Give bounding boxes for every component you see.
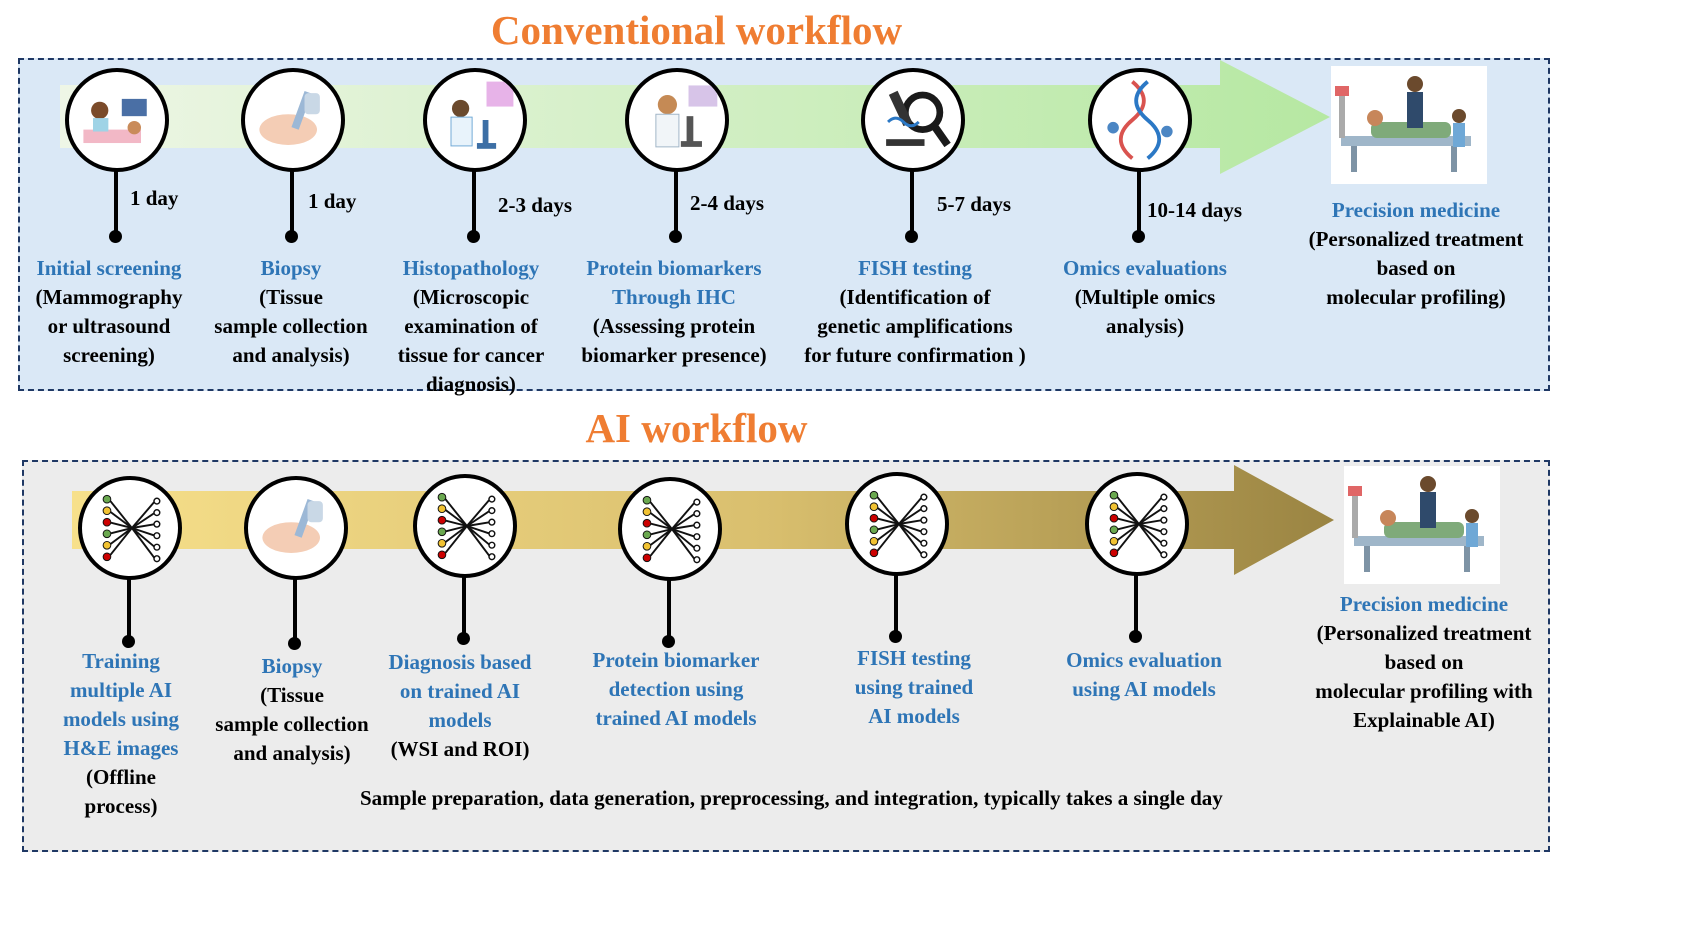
step-detail: based on — [1384, 650, 1464, 674]
step-heading: Omics evaluations — [1063, 256, 1227, 280]
duration-label: 5-7 days — [937, 192, 1012, 216]
duration-label: 2-3 days — [498, 193, 573, 217]
step-detail: process) — [84, 794, 158, 818]
step-heading: FISH testing — [858, 256, 972, 280]
step-detail: sample collection — [215, 712, 369, 736]
step-heading: AI models — [868, 704, 960, 728]
duration-label: 10-14 days — [1147, 198, 1243, 222]
step-heading: models using — [62, 707, 180, 731]
step-heading: models — [428, 708, 492, 732]
step-heading: Through IHC — [612, 285, 736, 309]
step-detail: and analysis) — [233, 741, 351, 765]
neural-network-icon — [618, 477, 722, 581]
step-heading: Biopsy — [261, 654, 323, 678]
dna-helix-icon — [1088, 68, 1192, 172]
step-heading: Protein biomarker — [592, 648, 760, 672]
step-detail: sample collection — [214, 314, 368, 338]
neural-network-icon — [413, 474, 517, 578]
step-detail: molecular profiling with — [1315, 679, 1533, 703]
step-heading: Omics evaluation — [1066, 648, 1222, 672]
step-detail: and analysis) — [232, 343, 350, 367]
step-detail: (Tissue — [260, 683, 324, 707]
ai-timing-note: Sample preparation, data generation, pre… — [360, 786, 1223, 810]
step-heading: trained AI models — [595, 706, 757, 730]
step-heading: Histopathology — [402, 256, 540, 280]
step-detail: screening) — [63, 343, 155, 367]
step-detail: (Microscopic — [412, 285, 530, 309]
lab-researcher-icon — [625, 68, 729, 172]
step-heading: Precision medicine — [1339, 592, 1509, 616]
step-heading: Diagnosis based — [388, 650, 532, 674]
step-detail: (WSI and ROI) — [390, 737, 530, 761]
hospital-patient-icon — [1344, 466, 1500, 584]
step-heading: Initial screening — [36, 256, 182, 280]
step-detail: (Personalized treatment — [1308, 227, 1524, 251]
dna-microscope-icon — [861, 68, 965, 172]
step-detail: (Tissue — [259, 285, 323, 309]
step-detail: genetic amplifications — [817, 314, 1013, 338]
step-detail: (Personalized treatment — [1316, 621, 1532, 645]
step-heading: FISH testing — [857, 646, 971, 670]
step-detail: tissue for cancer — [397, 343, 545, 367]
step-detail: examination of — [404, 314, 538, 338]
ai-workflow-title: AI workflow — [585, 405, 808, 451]
step-detail: (Multiple omics — [1074, 285, 1216, 309]
duration-label: 2-4 days — [690, 191, 765, 215]
biopsy-icon — [244, 476, 348, 580]
step-heading: using trained — [854, 675, 974, 699]
step-heading: Protein biomarkers — [586, 256, 762, 280]
step-heading: H&E images — [63, 736, 179, 760]
step-heading: Biopsy — [260, 256, 322, 280]
step-detail: based on — [1376, 256, 1456, 280]
step-heading: Precision medicine — [1331, 198, 1501, 222]
step-detail: (Offline — [86, 765, 156, 789]
neural-network-icon — [845, 472, 949, 576]
step-detail: diagnosis) — [426, 372, 516, 396]
duration-label: 1 day — [308, 189, 357, 213]
step-heading: on trained AI — [399, 679, 521, 703]
step-detail: for future confirmation ) — [804, 343, 1026, 367]
step-detail: biomarker presence) — [581, 343, 767, 367]
biopsy-icon — [241, 68, 345, 172]
step-heading: Training — [82, 649, 160, 673]
step-detail: (Identification of — [839, 285, 991, 309]
step-heading: using AI models — [1072, 677, 1216, 701]
neural-network-icon — [78, 476, 182, 580]
duration-label: 1 day — [130, 186, 179, 210]
conventional-workflow-title: Conventional workflow — [490, 7, 903, 53]
hospital-patient-icon — [1331, 66, 1487, 184]
step-detail: Explainable AI) — [1353, 708, 1495, 732]
microscope-scientist-icon — [423, 68, 527, 172]
step-detail: or ultrasound — [47, 314, 171, 338]
step-detail: (Mammography — [35, 285, 183, 309]
step-detail: molecular profiling) — [1326, 285, 1506, 309]
neural-network-icon — [1085, 472, 1189, 576]
step-detail: (Assessing protein — [592, 314, 756, 338]
step-heading: detection using — [608, 677, 744, 701]
step-heading: multiple AI — [69, 678, 173, 702]
ultrasound-screening-icon — [65, 68, 169, 172]
step-detail: analysis) — [1105, 314, 1185, 338]
